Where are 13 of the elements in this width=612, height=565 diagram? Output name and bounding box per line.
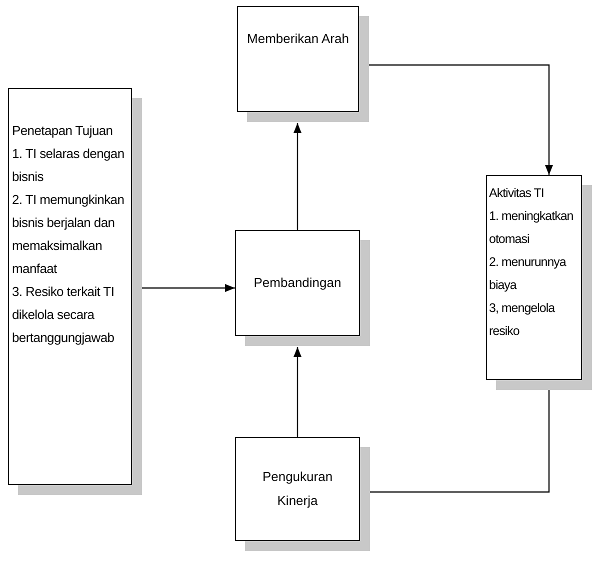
- node-text: 2. TI memungkinkan bisnis berjalan dan memaksimalkan manfaat: [12, 191, 126, 278]
- node-text: Penetapan Tujuan: [12, 122, 114, 140]
- arrow: [294, 347, 302, 437]
- node-text: Pembandingan: [254, 274, 342, 292]
- node-text: 3, mengelola resiko: [489, 300, 556, 340]
- node-text: 1. TI selaras dengan bisnis: [12, 145, 126, 186]
- node-text: Pengukuran Kinerja: [261, 468, 334, 510]
- node-text: Aktivitas TI: [489, 185, 545, 202]
- node-text: 2. menurunnya biaya: [489, 254, 568, 294]
- arrow: [294, 123, 302, 230]
- node-text: Memberikan Arah: [247, 31, 349, 46]
- node-text: 3. Resiko terkait TI dikelola secara bertanggungjawab: [12, 283, 116, 347]
- node-text: 1. meningkatkan otomasi: [489, 208, 574, 248]
